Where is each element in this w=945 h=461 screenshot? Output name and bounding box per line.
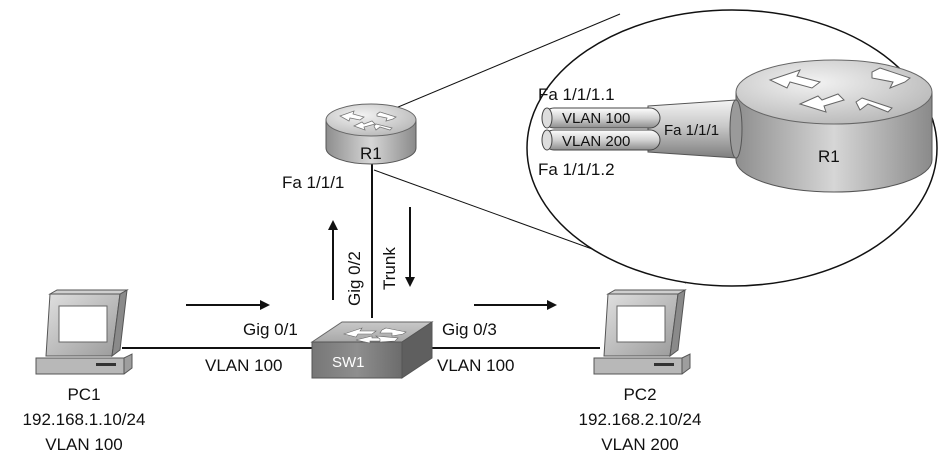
zoom-projection-line-top <box>371 13 621 119</box>
pc2-label: PC2 <box>623 385 656 404</box>
router-arrows-icon <box>768 67 912 113</box>
router-r1: R1 <box>325 103 417 165</box>
pc1-link-vlan-label: VLAN 100 <box>205 356 283 375</box>
pc2-ip-label: 192.168.2.10/24 <box>579 410 702 429</box>
zoom-subinterface-1: VLAN 100 <box>541 107 661 129</box>
uplink-port-label: Gig 0/2 <box>345 251 364 306</box>
zoom-subinterface-1-label: Fa 1/1/1.1 <box>538 85 615 104</box>
router-interface-label: Fa 1/1/1 <box>282 173 344 192</box>
zoom-router: R1 <box>735 59 933 193</box>
pc2-vlan-label: VLAN 200 <box>601 435 679 454</box>
pc2-link-vlan-label: VLAN 100 <box>437 356 515 375</box>
pc2-computer-icon <box>593 289 691 375</box>
zoom-subinterface-2-label: Fa 1/1/1.2 <box>538 160 615 179</box>
zoom-interface-tube: Fa 1/1/1 <box>647 99 743 159</box>
pc1-vlan-label: VLAN 100 <box>45 435 123 454</box>
pc1-computer-icon <box>35 289 133 375</box>
zoom-callout: R1 Fa 1/1/1 VLAN 100 VLAN 200 Fa 1/1/1.1… <box>371 9 938 287</box>
zoom-physical-interface-label: Fa 1/1/1 <box>664 122 719 139</box>
switch-sw1-label: SW1 <box>332 354 365 371</box>
router-arrows-icon <box>339 110 397 131</box>
zoom-subinterface-2: VLAN 200 <box>541 129 661 151</box>
switch-sw1: SW1 <box>310 321 434 379</box>
pc1-label: PC1 <box>67 385 100 404</box>
switch-arrows-icon <box>342 327 407 344</box>
router-r1-label: R1 <box>360 144 382 163</box>
trunk-label: Trunk <box>380 247 399 290</box>
pc2-port-label: Gig 0/3 <box>442 320 497 339</box>
zoom-vlan-200-label: VLAN 200 <box>562 133 630 150</box>
pc1-port-label: Gig 0/1 <box>243 320 298 339</box>
zoom-router-label: R1 <box>818 147 840 166</box>
pc1-ip-label: 192.168.1.10/24 <box>23 410 146 429</box>
zoom-vlan-100-label: VLAN 100 <box>562 110 630 127</box>
